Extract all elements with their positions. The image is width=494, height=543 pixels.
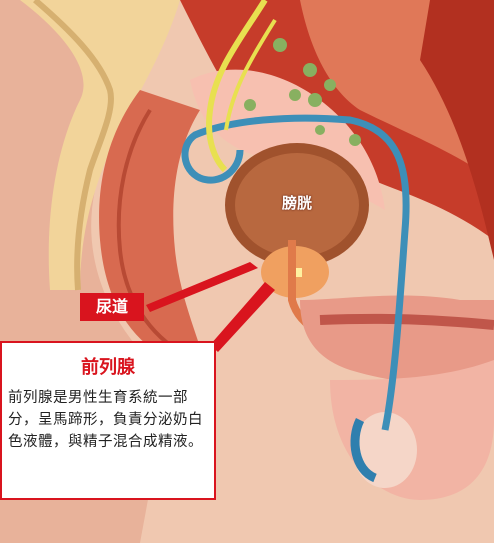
callout-text: 前列腺是男性生育系統一部分，呈馬蹄形，負責分泌奶白色液體，與精子混合成精液。	[8, 387, 208, 453]
bladder-label: 膀胱	[262, 192, 332, 213]
prostate-callout: 前列腺 前列腺是男性生育系統一部分，呈馬蹄形，負責分泌奶白色液體，與精子混合成精…	[0, 341, 216, 500]
urethra-label: 尿道	[80, 293, 144, 321]
callout-title: 前列腺	[2, 353, 214, 379]
